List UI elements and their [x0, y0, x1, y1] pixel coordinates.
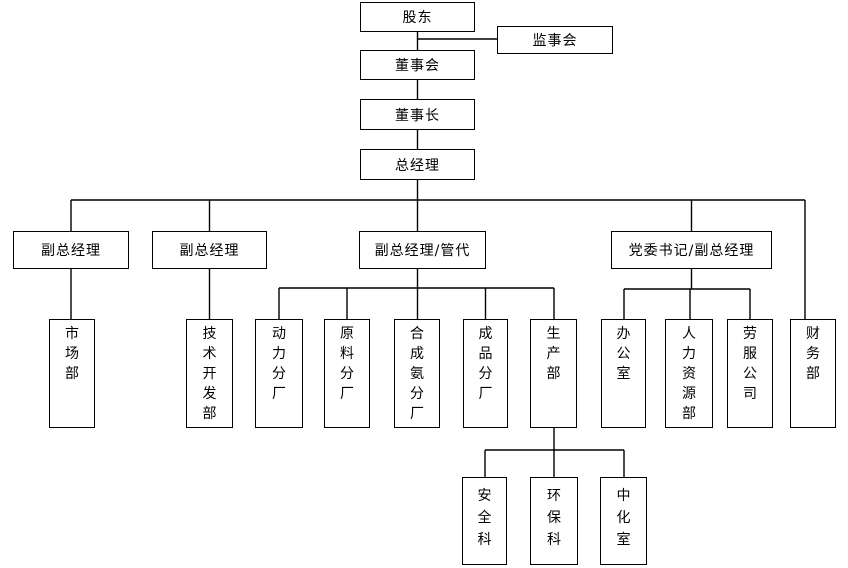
node-deputy-gm-2: 副总经理 [152, 231, 267, 269]
node-marketing-dept: 市场部 [49, 319, 95, 428]
node-safety-section: 安全科 [462, 477, 507, 565]
node-hr-dept-label: 人力资源部 [682, 326, 696, 422]
node-supervisory-board: 监事会 [497, 26, 613, 54]
node-party-secretary-deputy-gm: 党委书记/副总经理 [611, 231, 772, 269]
node-chairman: 董事长 [360, 99, 475, 130]
node-board-of-directors-label: 董事会 [395, 58, 440, 74]
node-synthetic-ammonia-branch-label: 合成氨分厂 [410, 326, 424, 422]
node-board-of-directors: 董事会 [360, 50, 475, 80]
node-env-protection-section: 环保科 [530, 477, 578, 565]
node-supervisory-board-label: 监事会 [532, 33, 578, 49]
node-finished-goods-branch-label: 成品分厂 [478, 326, 493, 402]
node-power-branch: 动力分厂 [255, 319, 303, 428]
node-env-protection-section-label: 环保科 [547, 488, 561, 548]
node-general-manager-label: 总经理 [395, 157, 440, 174]
node-production-dept: 生产部 [530, 319, 577, 428]
node-deputy-gm-1: 副总经理 [13, 231, 129, 269]
node-raw-material-branch: 原料分厂 [324, 319, 370, 428]
node-marketing-dept-label: 市场部 [65, 326, 79, 382]
node-deputy-gm-mgmt-rep-label: 副总经理/管代 [374, 243, 471, 259]
node-finance-dept-label: 财务部 [806, 326, 820, 382]
node-tech-dev-dept: 技术开发部 [186, 319, 233, 428]
node-labor-service-company: 劳服公司 [727, 319, 773, 428]
node-shareholders-label: 股东 [402, 10, 433, 26]
node-central-chem-lab: 中化室 [600, 477, 647, 565]
node-central-chem-lab-label: 中化室 [616, 488, 631, 548]
node-deputy-gm-mgmt-rep: 副总经理/管代 [359, 231, 486, 269]
node-general-manager: 总经理 [360, 149, 475, 180]
node-hr-dept: 人力资源部 [665, 319, 713, 428]
node-raw-material-branch-label: 原料分厂 [340, 326, 354, 402]
node-party-secretary-deputy-gm-label: 党委书记/副总经理 [628, 243, 755, 259]
node-deputy-gm-2-label: 副总经理 [179, 243, 240, 259]
node-office-label: 办公室 [616, 326, 631, 382]
node-chairman-label: 董事长 [395, 107, 440, 124]
node-office: 办公室 [601, 319, 646, 428]
node-tech-dev-dept-label: 技术开发部 [202, 326, 217, 422]
node-safety-section-label: 安全科 [477, 488, 492, 548]
node-shareholders: 股东 [360, 2, 475, 32]
node-finance-dept: 财务部 [790, 319, 836, 428]
node-power-branch-label: 动力分厂 [272, 326, 286, 402]
node-finished-goods-branch: 成品分厂 [463, 319, 508, 428]
node-labor-service-company-label: 劳服公司 [743, 326, 757, 402]
node-production-dept-label: 生产部 [546, 326, 561, 382]
node-synthetic-ammonia-branch: 合成氨分厂 [394, 319, 440, 428]
node-deputy-gm-1-label: 副总经理 [41, 243, 101, 259]
